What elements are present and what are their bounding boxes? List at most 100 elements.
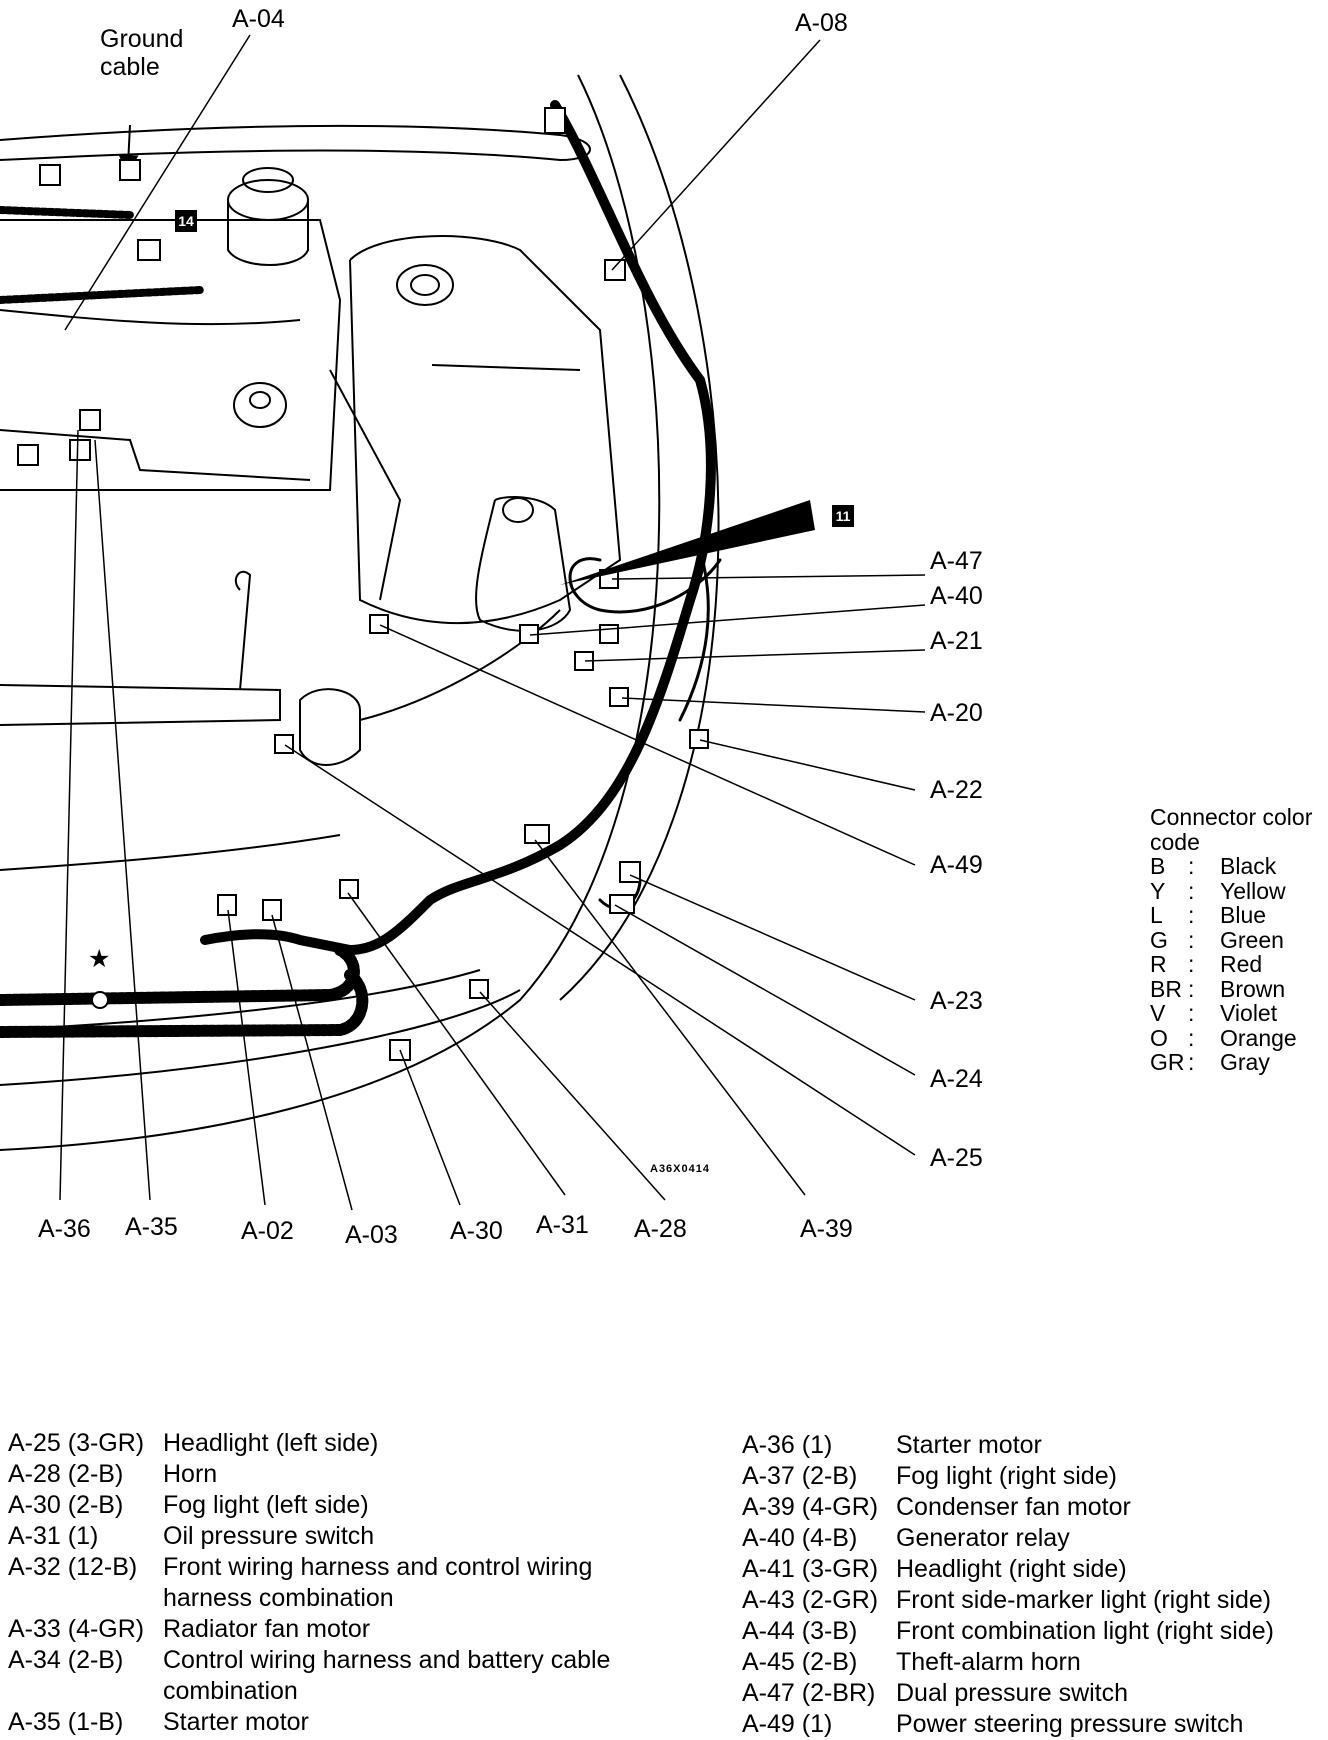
connector-label-a20: A-20 (930, 699, 983, 727)
ground-cable-label: Ground cable (100, 25, 184, 81)
legend-separator: : (1188, 877, 1195, 904)
connector-description: Oil pressure switch (163, 1522, 375, 1550)
legend-separator: : (1188, 1024, 1195, 1051)
connector-description: Condenser fan motor (896, 1493, 1131, 1521)
connector-description: Dual pressure switch (896, 1679, 1129, 1707)
connector-code: A-39 (4-GR) (742, 1493, 879, 1521)
connector-code: A-47 (2-BR) (742, 1679, 876, 1707)
connector-code: A-37 (2-B) (742, 1462, 858, 1490)
parts-row: A-40 (4-B) Generator relay (742, 1523, 1322, 1554)
legend-entry: B: Black (1150, 854, 1328, 879)
parts-row: A-35 (1-B)Starter motor (8, 1707, 688, 1738)
engine-block-outline (0, 219, 342, 491)
front-panel-line (0, 989, 521, 1086)
connector-label-a31: A-31 (536, 1211, 589, 1239)
figure-code: A36X0414 (650, 1163, 710, 1175)
parts-row: A-36 (1) Starter motor (742, 1430, 1322, 1461)
parts-row: A-41 (3-GR) Headlight (right side) (742, 1554, 1322, 1585)
legend-code: L (1150, 902, 1163, 928)
legend-code: R (1150, 951, 1167, 977)
legend-entry: V: Violet (1150, 1001, 1328, 1026)
connector-description: Starter motor (163, 1708, 309, 1736)
connector-code: A-36 (1) (742, 1431, 833, 1459)
parts-row: A-30 (2-B) Fog light (left side) (8, 1490, 688, 1521)
main-harness-right (200, 100, 716, 956)
parts-row: A-31 (1) Oil pressure switch (8, 1521, 688, 1552)
connector-description: Generator relay (896, 1524, 1070, 1552)
legend-separator: : (1188, 902, 1195, 928)
connector-code: A-41 (3-GR) (742, 1555, 879, 1583)
legend-color-name: Blue (1220, 902, 1267, 928)
legend-separator: : (1188, 1049, 1195, 1075)
legend-separator: : (1188, 975, 1195, 1002)
connector-label-a28: A-28 (634, 1215, 687, 1243)
legend-entry: L: Blue (1150, 903, 1328, 928)
connector-label-a21: A-21 (930, 627, 983, 655)
connector-description: Front side-marker light (right side) (896, 1586, 1272, 1614)
legend-code: O (1150, 1024, 1168, 1051)
parts-list-left: A-25 (3-GR)Headlight (left side)A-28 (2-… (8, 1428, 688, 1738)
legend-entry: GR: Gray (1150, 1050, 1328, 1075)
legend-code: V (1150, 1000, 1166, 1026)
legend-separator: : (1188, 853, 1195, 879)
connector-label-a03: A-03 (345, 1221, 398, 1249)
legend-color-name: Brown (1220, 975, 1286, 1002)
connector-description: Headlight (left side) (163, 1429, 379, 1457)
star-marker: ★ (88, 945, 111, 973)
legend-color-name: Black (1220, 853, 1277, 879)
connector-code: A-25 (3-GR) (8, 1429, 145, 1457)
parts-row: A-33 (4-GR)Radiator fan motor (8, 1614, 688, 1645)
inner-fender-outline (559, 74, 720, 1001)
parts-row: A-44 (3-B)Front combination light (right… (742, 1616, 1322, 1647)
parts-row: A-49 (1) Power steering pressure switch (742, 1709, 1322, 1740)
connector-label-a04: A-04 (232, 5, 285, 33)
legend-entry: O: Orange (1150, 1024, 1328, 1051)
connector-label-a30: A-30 (450, 1217, 503, 1245)
parts-row: A-32 (12-B)Front wiring harness and cont… (8, 1552, 688, 1614)
legend-separator: : (1188, 951, 1195, 977)
callout-14: 14 (175, 210, 197, 232)
parts-row: A-47 (2-BR) Dual pressure switch (742, 1678, 1322, 1709)
connector-description: Starter motor (896, 1431, 1042, 1459)
connector-code: A-49 (1) (742, 1710, 833, 1738)
connector-label-a47: A-47 (930, 547, 983, 575)
connector-description: Fog light (left side) (163, 1491, 369, 1519)
legend-color-name: Gray (1220, 1049, 1270, 1075)
connector-code: A-31 (1) (8, 1522, 99, 1550)
connector-code: A-40 (4-B) (742, 1524, 858, 1552)
legend-color-name: Red (1220, 951, 1263, 977)
connector-label-a25: A-25 (930, 1144, 983, 1172)
connector-description: Fog light (right side) (896, 1462, 1117, 1490)
legend-color-name: Orange (1220, 1024, 1297, 1051)
legend-title: Connector color code (1150, 804, 1313, 855)
connector-label-a02: A-02 (241, 1217, 294, 1245)
legend-code: GR (1150, 1049, 1185, 1075)
connector-description: Control wiring harness and battery cable… (163, 1646, 611, 1705)
fender-outline (0, 74, 661, 1151)
legend-code: B (1150, 853, 1166, 879)
connector-label-a49: A-49 (930, 851, 983, 879)
connector-description: Power steering pressure switch (896, 1710, 1244, 1738)
connector-label-a39: A-39 (800, 1215, 853, 1243)
legend-color-name: Violet (1220, 1000, 1278, 1026)
parts-row: A-25 (3-GR) Headlight (left side) (8, 1428, 688, 1459)
connector-description: Headlight (right side) (896, 1555, 1127, 1583)
legend-code: G (1150, 926, 1168, 953)
connector-label-a40: A-40 (930, 582, 983, 610)
connector-code: A-32 (12-B) (8, 1553, 138, 1581)
legend-color-name: Yellow (1220, 877, 1286, 904)
connector-description: Horn (163, 1460, 218, 1488)
legend-color-name: Green (1220, 926, 1284, 953)
lower-panel-line (0, 969, 481, 1031)
connector-label-a36: A-36 (38, 1215, 91, 1243)
strut-tower-outline (349, 235, 622, 625)
connector-description: Radiator fan motor (163, 1615, 371, 1643)
legend-entry: R: Red (1150, 952, 1328, 977)
legend-separator: : (1188, 1000, 1195, 1026)
legend-entry: G:Green (1150, 926, 1328, 953)
connector-label-a24: A-24 (930, 1065, 983, 1093)
callout-11: 11 (832, 505, 854, 527)
connector-label-a23: A-23 (930, 987, 983, 1015)
connector-code: A-30 (2-B) (8, 1491, 124, 1519)
